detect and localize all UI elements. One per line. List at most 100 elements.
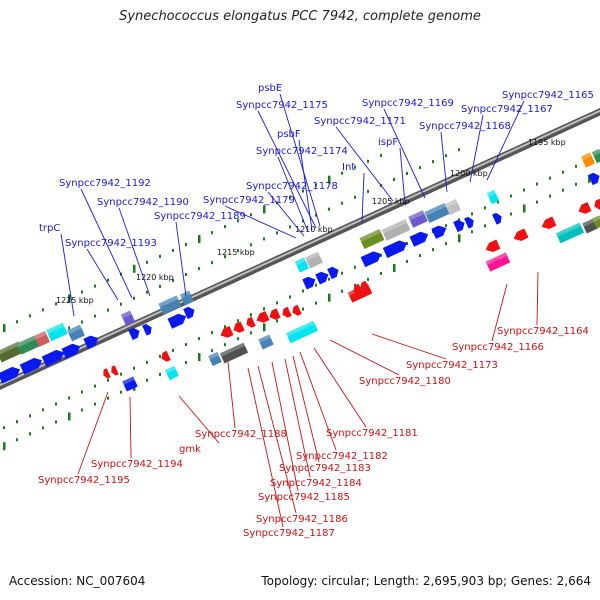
tick-mark (341, 201, 343, 205)
tick-mark (497, 200, 499, 204)
top-gene-label: Synpcc7942_1179 (203, 195, 295, 206)
bottom-gene-label: Synpcc7942_1186 (256, 514, 348, 525)
tick-mark (55, 302, 57, 306)
top-gene-label: Synpcc7942_1165 (502, 90, 594, 101)
leader-line (298, 139, 313, 231)
cog-box (580, 152, 596, 168)
tick-mark (406, 172, 408, 176)
leader-line (178, 395, 220, 444)
tick-mark (159, 284, 161, 288)
gene-labels: Synpcc7942_1165Synpcc7942_1167Synpcc7942… (38, 83, 594, 539)
tick-mark (198, 353, 201, 362)
tick-mark (276, 319, 278, 323)
bottom-gene-label: Synpcc7942_1180 (359, 376, 451, 387)
leader-line (175, 221, 187, 297)
tick-mark (16, 438, 18, 442)
tick-mark (380, 253, 382, 257)
top-gene-label: psbF (277, 129, 301, 140)
tick-mark (120, 302, 122, 306)
tick-mark (354, 265, 356, 269)
top-gene-label: Synpcc7942_1169 (362, 98, 454, 109)
bottom-gene-label: Synpcc7942_1181 (326, 428, 418, 439)
tick-mark (211, 231, 213, 235)
leader-line (486, 100, 525, 181)
leader-line (77, 391, 109, 475)
forward-gene (19, 357, 43, 375)
scale-label: 1220 kbp (136, 273, 174, 282)
tick-mark (419, 254, 421, 258)
tick-mark (94, 284, 96, 288)
tick-mark (380, 153, 382, 157)
reverse-gene (360, 280, 370, 292)
leader-line (383, 108, 426, 199)
tick-mark (328, 175, 331, 184)
cog-box (122, 376, 138, 392)
tick-mark (289, 195, 291, 199)
tick-mark (68, 326, 70, 330)
tick-mark (302, 307, 304, 311)
tick-mark (29, 414, 31, 418)
tick-mark (159, 354, 161, 358)
tick-mark (328, 277, 330, 281)
forward-gene (0, 366, 21, 384)
forward-gene (142, 323, 152, 336)
cog-box (445, 199, 461, 215)
tick-mark (276, 231, 278, 235)
leader-line (299, 351, 337, 451)
label-leader-lines (60, 93, 539, 528)
tick-mark (510, 212, 512, 216)
accession-text: Accession: NC_007604 (9, 574, 146, 588)
tick-mark (406, 260, 408, 264)
cog-box (408, 210, 428, 228)
tick-mark (159, 372, 161, 376)
tick-mark (224, 255, 226, 259)
reverse-gene (256, 310, 270, 323)
tick-mark (575, 182, 577, 186)
tick-mark (146, 378, 148, 382)
tick-mark (536, 200, 538, 204)
reverse-gene (161, 350, 171, 362)
bottom-gene-label: Synpcc7942_1182 (296, 451, 388, 462)
reverse-gene (353, 283, 363, 295)
forward-gene (453, 219, 465, 233)
cog-box (219, 342, 249, 364)
leader-line (440, 131, 448, 193)
tick-mark (172, 278, 174, 282)
reverse-gene (111, 365, 119, 376)
tick-mark (354, 283, 356, 287)
tick-mark (393, 177, 395, 181)
tick-mark (536, 182, 538, 186)
top-gene-label: trpC (39, 223, 60, 234)
bottom-gene-label: Synpcc7942_1184 (270, 478, 362, 489)
tick-mark (198, 235, 201, 244)
tick-mark (510, 194, 512, 198)
tick-mark (107, 308, 109, 312)
tick-mark (445, 154, 447, 158)
leader-line (129, 396, 132, 459)
tick-mark (185, 342, 187, 346)
tick-mark (107, 278, 109, 282)
leader-line (257, 365, 297, 514)
top-gene-label: Synpcc7942_1190 (97, 197, 189, 208)
tick-mark (81, 320, 83, 324)
tick-mark (341, 289, 343, 293)
tick-mark (445, 224, 447, 228)
scale-label: 1205 kbp (372, 197, 410, 206)
leader-line (491, 283, 508, 342)
forward-gene (302, 276, 316, 290)
tick-mark (16, 420, 18, 424)
tick-mark (328, 207, 330, 211)
tick-mark (68, 294, 71, 303)
tick-mark (94, 402, 96, 406)
tick-mark (289, 225, 291, 229)
map-title: Synechococcus elongatus PCC 7942, comple… (119, 9, 481, 24)
tick-mark (315, 213, 317, 217)
tick-mark (250, 213, 252, 217)
reverse-gene (541, 216, 557, 229)
tick-mark (55, 402, 57, 406)
cog-box (591, 148, 600, 164)
top-gene-label: Synpcc7942_1192 (59, 178, 151, 189)
cog-box (485, 252, 511, 272)
forward-gene (183, 306, 195, 320)
top-gene-label: ispF (378, 137, 398, 148)
